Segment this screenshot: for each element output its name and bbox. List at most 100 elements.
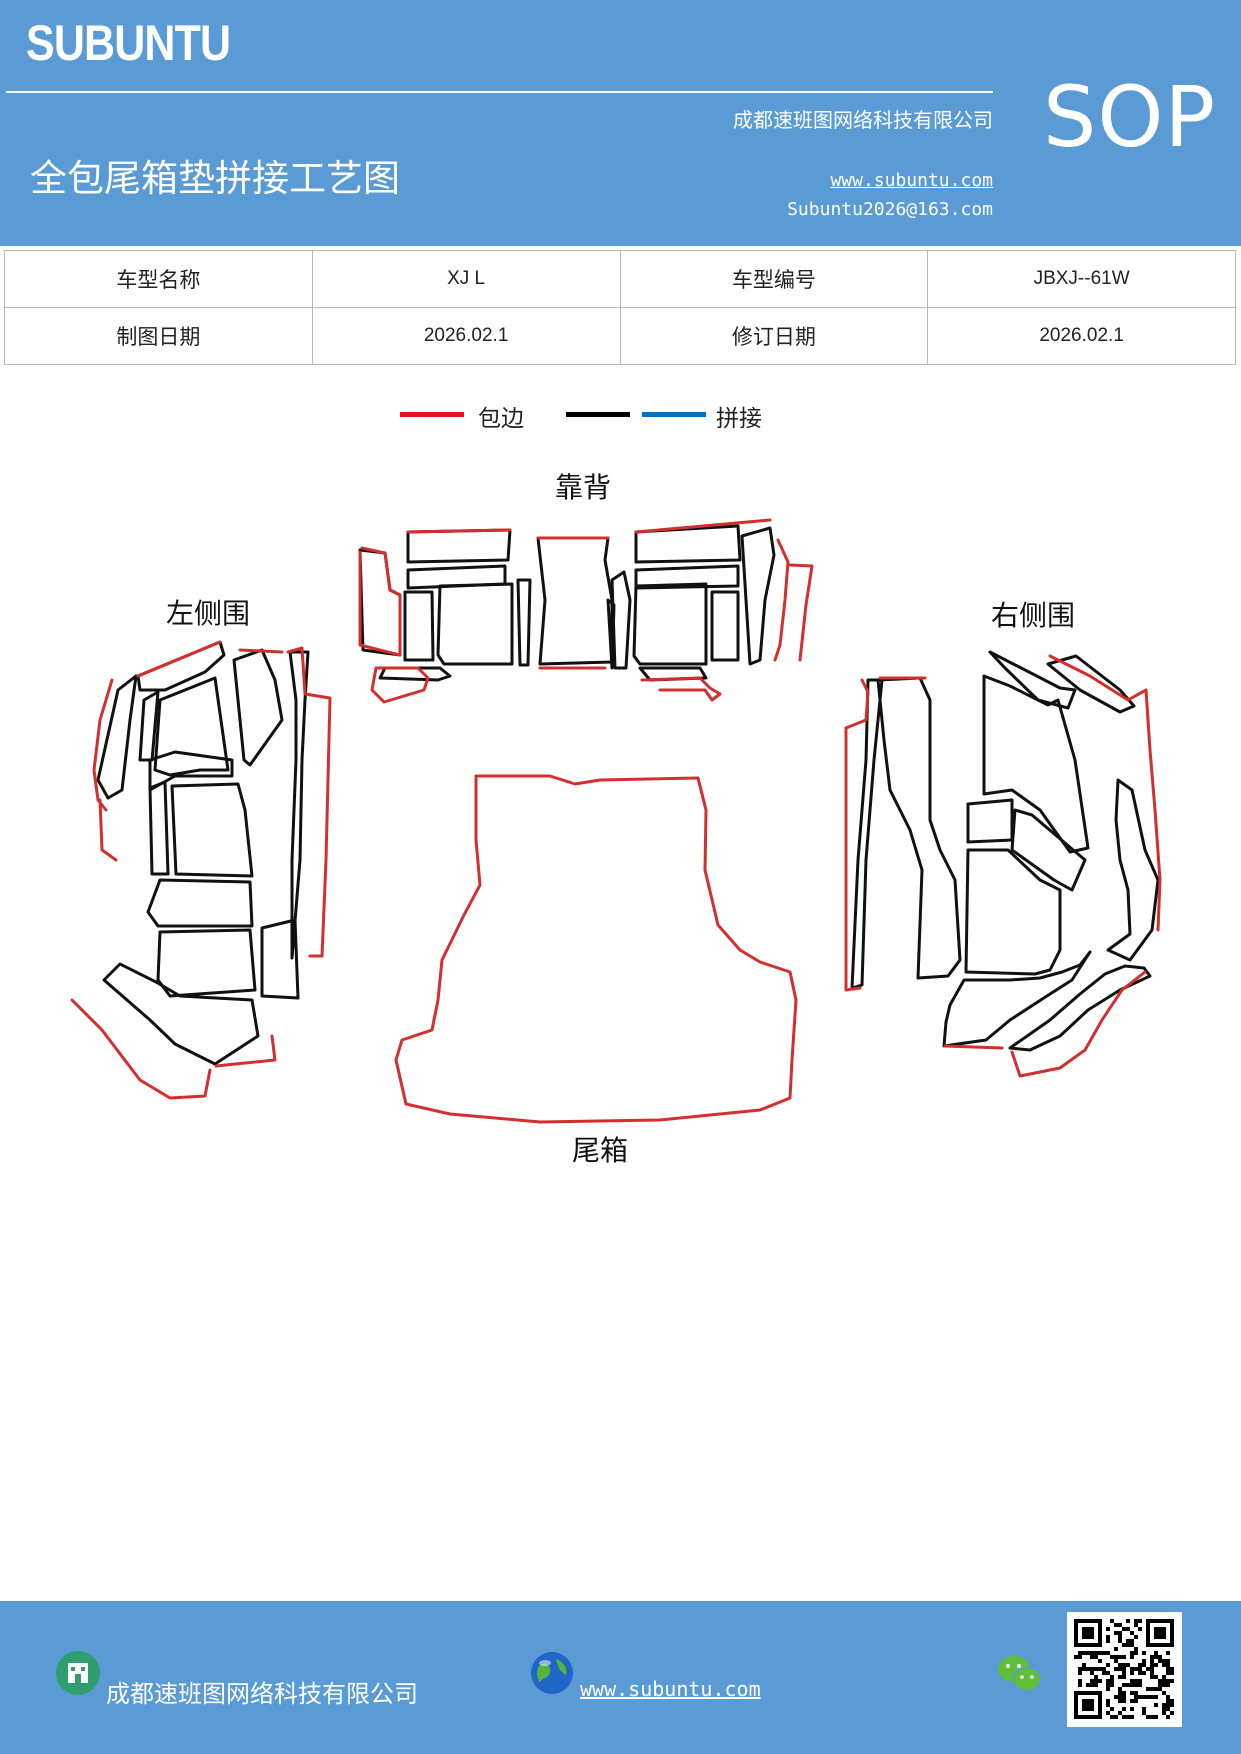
- backrest-piece: [378, 666, 452, 682]
- right-side-piece: [966, 798, 1014, 844]
- backrest-edges: [358, 518, 814, 704]
- right-side-edge: [1048, 654, 1162, 932]
- header-website-link[interactable]: www.subuntu.com: [830, 170, 993, 191]
- trunk-mat-outline: [394, 774, 798, 1124]
- backrest-piece: [436, 582, 514, 666]
- left-side-edge: [214, 1034, 277, 1068]
- left-side-piece: [288, 650, 310, 960]
- left-side-piece: [148, 780, 170, 876]
- right-side-piece: [1008, 964, 1152, 1052]
- right-side-edges: [844, 654, 1162, 1078]
- globe-icon: [531, 1652, 573, 1694]
- right-side-piece: [964, 848, 1062, 976]
- backrest-edge: [634, 518, 772, 534]
- left-side-edges: [70, 640, 332, 1100]
- label-trunk: 尾箱: [572, 1134, 628, 1167]
- legend-swatch-seam: [642, 412, 706, 417]
- qr-code: [1067, 1612, 1182, 1727]
- left-side-piece: [146, 878, 254, 928]
- building-icon: [56, 1651, 100, 1695]
- qr-code-pattern: [1074, 1619, 1174, 1719]
- backrest-center-panel: [536, 536, 614, 666]
- value-vehicle-name: XJ L: [311, 250, 621, 308]
- label-draw-date: 制图日期: [4, 307, 313, 365]
- left-side-piece: [153, 676, 230, 777]
- backrest-piece: [358, 548, 402, 657]
- left-side-piece: [260, 918, 300, 1000]
- header-company: 成都速班图网络科技有限公司: [733, 108, 993, 132]
- left-side-piece: [232, 648, 284, 767]
- backrest-pieces: [358, 524, 776, 682]
- left-side-piece: [102, 962, 260, 1066]
- trunk-panel: [394, 774, 798, 1124]
- legend-label-edge: 包边: [478, 406, 524, 432]
- table-row: 制图日期 2026.02.1 修订日期 2026.02.1: [4, 307, 1236, 365]
- left-side-piece: [136, 640, 226, 692]
- backrest-piece: [710, 590, 740, 662]
- mat-splicing-diagram: 靠背 左侧围 右侧围 尾箱: [70, 471, 1162, 1167]
- label-right-side: 右侧围: [991, 599, 1075, 632]
- left-side-pieces: [96, 640, 310, 1066]
- header-email: Subuntu2026@163.com: [787, 199, 993, 220]
- backrest-piece: [610, 570, 632, 670]
- header-banner: SUBUNTU 成都速班图网络科技有限公司 全包尾箱垫拼接工艺图 www.sub…: [0, 0, 1241, 246]
- right-side-pieces: [850, 650, 1160, 1052]
- legend: 包边 拼接: [0, 395, 1241, 445]
- right-side-edge: [1010, 970, 1147, 1078]
- footer-website-link[interactable]: www.subuntu.com: [580, 1677, 761, 1701]
- right-side-piece: [1046, 654, 1136, 714]
- value-draw-date: 2026.02.1: [311, 307, 621, 365]
- sop-badge: SOP: [1043, 68, 1217, 166]
- label-vehicle-code: 车型编号: [619, 250, 929, 308]
- backrest-piece: [634, 524, 742, 564]
- left-side-edge: [136, 640, 222, 678]
- backrest-piece: [634, 564, 740, 590]
- right-side-piece: [942, 950, 1092, 1048]
- vehicle-info-table: 车型名称 XJ L 车型编号 JBXJ--61W 制图日期 2026.02.1 …: [4, 250, 1236, 365]
- left-side-piece: [170, 782, 254, 878]
- backrest-piece: [516, 578, 532, 667]
- label-revision-date: 修订日期: [619, 307, 929, 365]
- wechat-icon: [998, 1656, 1042, 1692]
- left-side-piece: [156, 928, 257, 998]
- backrest-edge: [370, 666, 430, 704]
- brand-logo-text: SUBUNTU: [26, 15, 231, 71]
- footer-banner: 成都速班图网络科技有限公司 www.subuntu.com: [0, 1601, 1241, 1754]
- left-side-edge: [238, 648, 284, 654]
- value-vehicle-code: JBXJ--61W: [927, 250, 1236, 308]
- backrest-piece: [632, 582, 708, 666]
- value-revision-date: 2026.02.1: [927, 307, 1236, 365]
- left-side-edge: [98, 798, 118, 862]
- right-side-piece: [876, 676, 962, 980]
- backrest-piece: [406, 528, 512, 564]
- legend-label-seam: 拼接: [716, 406, 762, 432]
- left-side-edge: [70, 998, 212, 1100]
- right-side-piece: [1106, 778, 1160, 962]
- backrest-piece: [403, 590, 435, 662]
- right-side-piece: [850, 678, 884, 990]
- right-side-edge: [943, 1044, 1004, 1050]
- backrest-edge: [773, 538, 790, 662]
- right-side-piece: [988, 650, 1077, 710]
- backrest-piece: [638, 666, 708, 682]
- footer-company: 成都速班图网络科技有限公司: [106, 1680, 418, 1708]
- right-side-piece: [982, 674, 1090, 854]
- page-title: 全包尾箱垫拼接工艺图: [30, 157, 400, 200]
- backrest-edge: [640, 676, 722, 702]
- label-left-side: 左侧围: [166, 597, 250, 630]
- header-divider: [6, 91, 993, 93]
- backrest-edge: [406, 528, 512, 534]
- label-vehicle-name: 车型名称: [4, 250, 313, 308]
- backrest-piece: [606, 598, 616, 670]
- legend-swatch-black: [566, 412, 630, 417]
- legend-swatch-edge: [400, 412, 464, 417]
- right-side-piece: [1010, 808, 1087, 892]
- label-backrest: 靠背: [555, 471, 611, 504]
- table-row: 车型名称 XJ L 车型编号 JBXJ--61W: [4, 250, 1236, 308]
- backrest-piece: [740, 526, 776, 666]
- right-side-edge: [844, 678, 870, 992]
- backrest-edge: [358, 546, 402, 657]
- left-side-piece: [96, 674, 138, 800]
- backrest-edge: [788, 563, 814, 662]
- left-side-edge: [286, 646, 332, 958]
